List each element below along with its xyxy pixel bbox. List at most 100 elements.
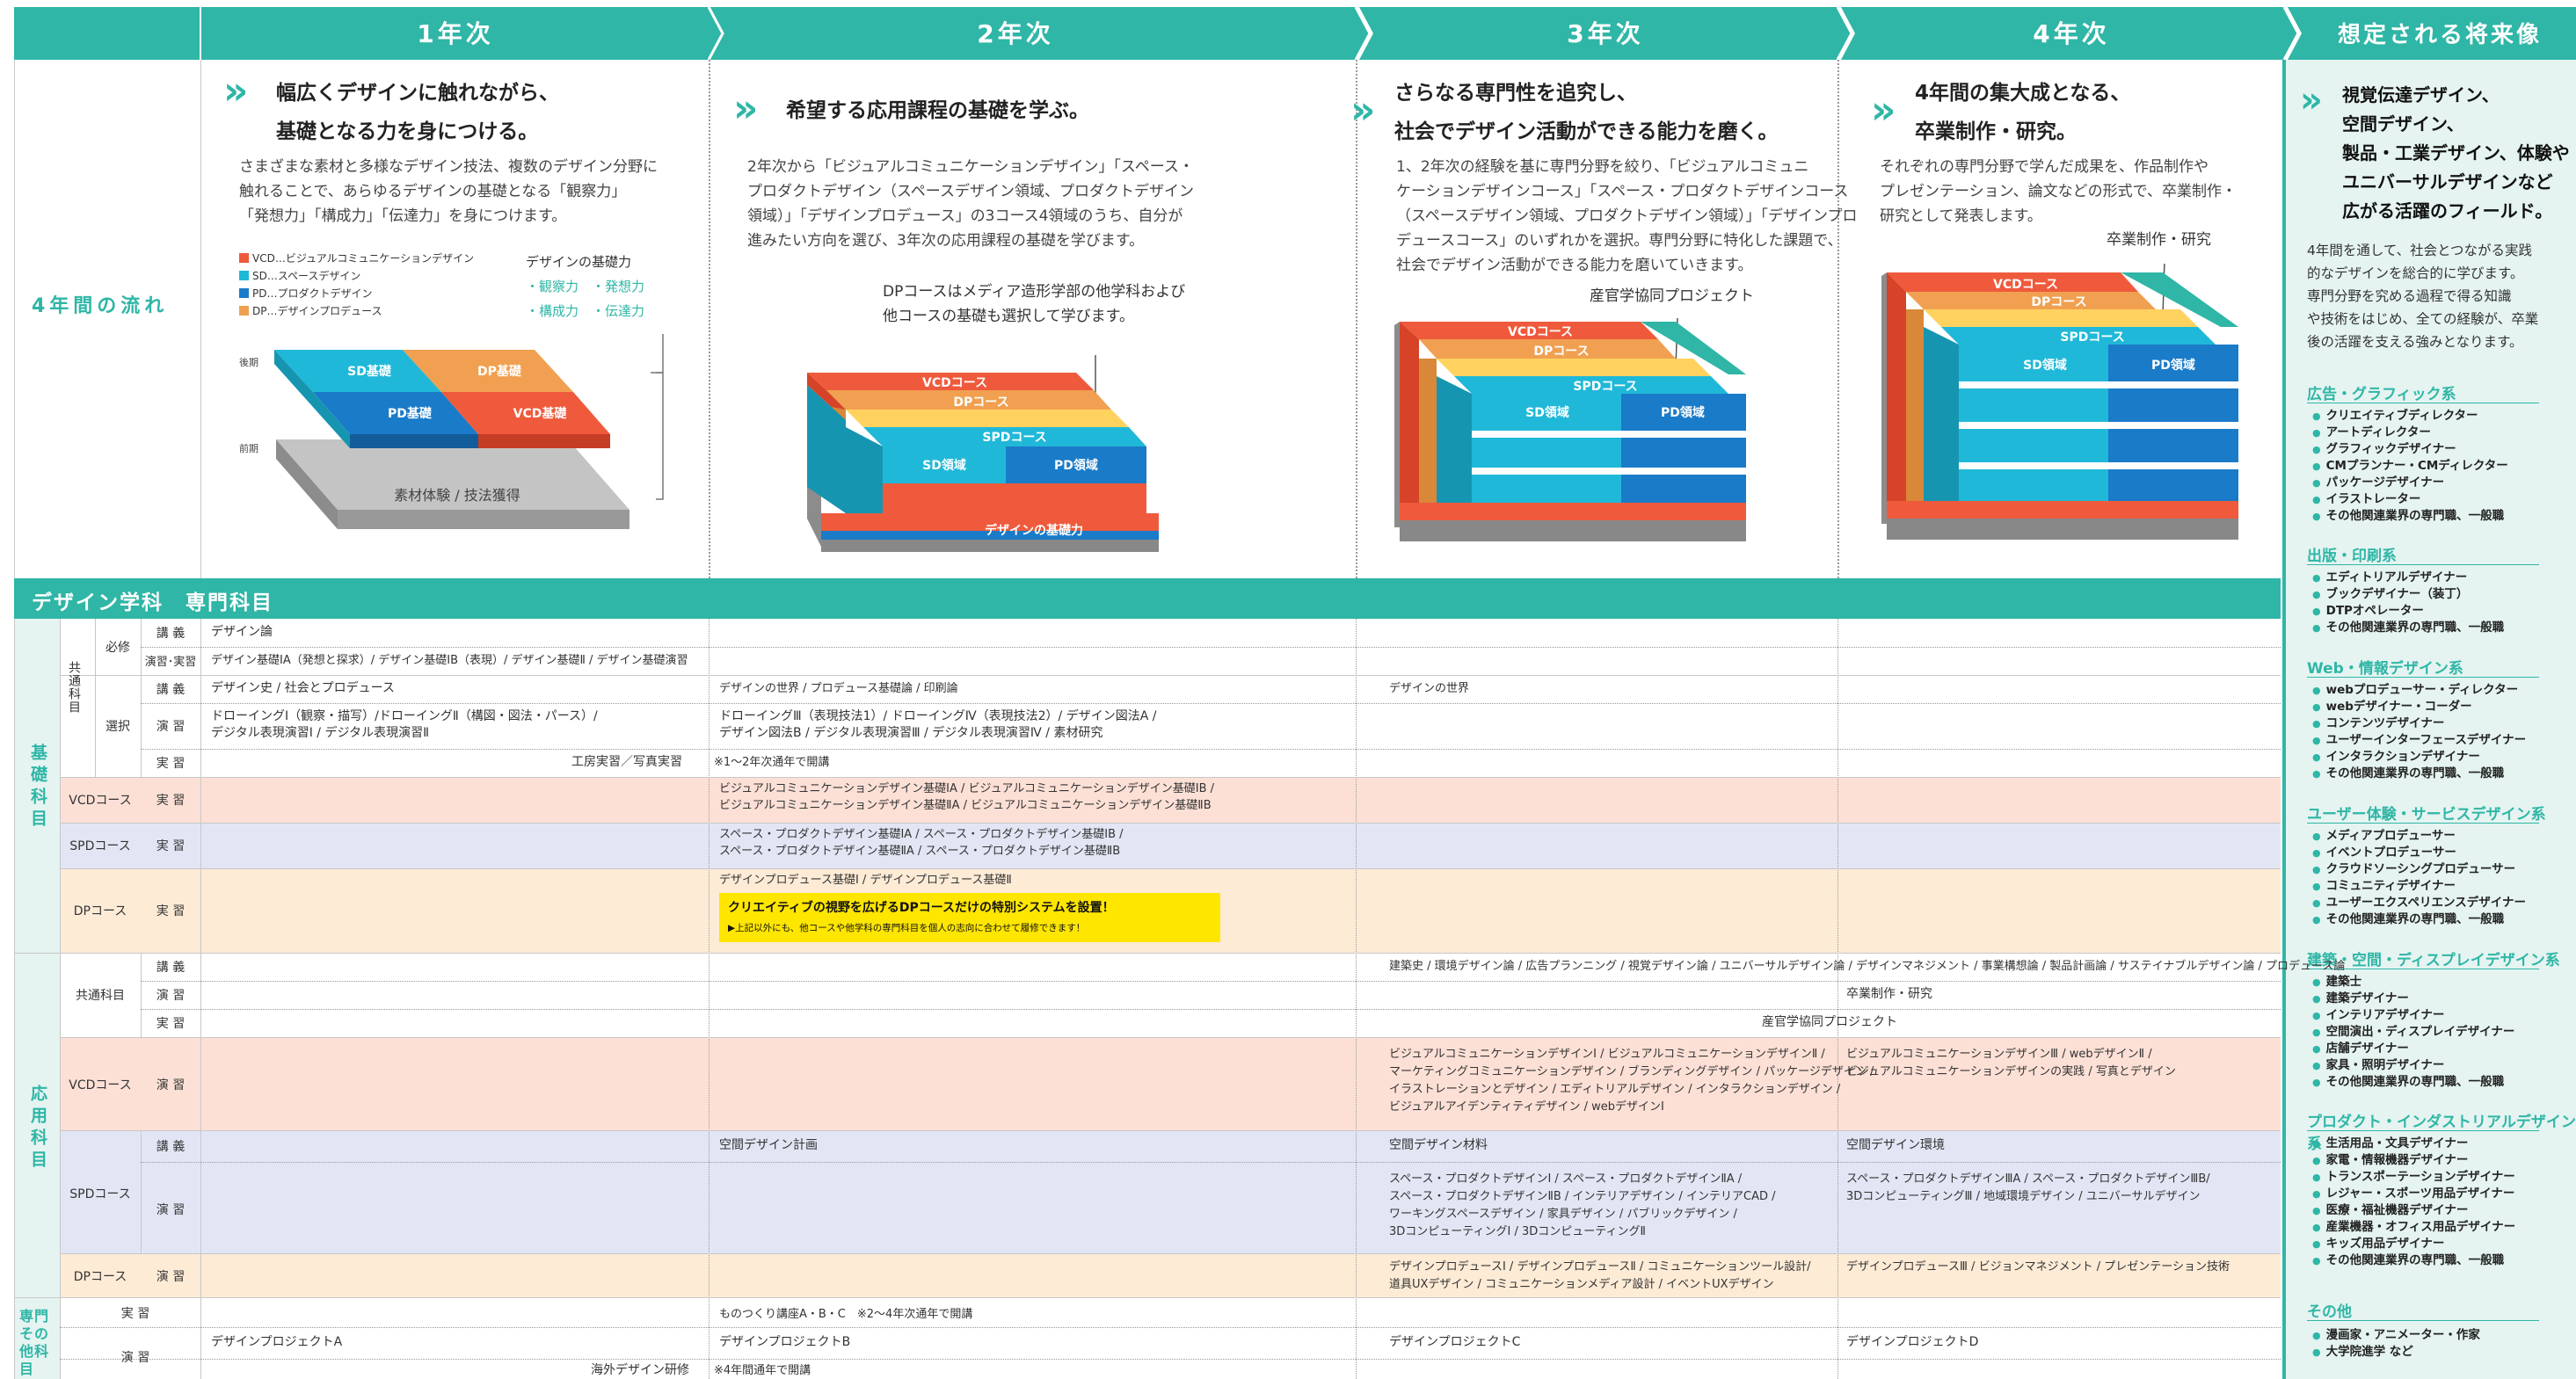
chevron-right-icon: » xyxy=(223,69,249,113)
career-list-1: エディトリアルデザイナーブックデザイナー（装丁）DTPオペレーターその他関連業界… xyxy=(2312,570,2505,636)
career-category-3: ユーザー体験・サービスデザイン系 xyxy=(2307,806,2546,824)
senmon-label: 専門その他科目 xyxy=(19,1308,50,1377)
svg-text:SD領域: SD領域 xyxy=(922,458,966,473)
year-header: 1年次 2年次 3年次 4年次 想定される将来像 xyxy=(0,0,2576,60)
future-title: » 視覚伝達デザイン、空間デザイン、製品・工業デザイン、体験やユニバーサルデザイ… xyxy=(2300,80,2570,221)
svg-text:SD領域: SD領域 xyxy=(1525,405,1569,420)
table-title-bar: デザイン学科 専門科目 xyxy=(14,578,2281,619)
kyotsu-label-basic: 共通科目 xyxy=(67,661,81,714)
career-category-2: Web・情報デザイン系 xyxy=(2307,660,2463,678)
svg-text:SD領域: SD領域 xyxy=(2023,358,2067,373)
y4-description: それぞれの専門分野で学んだ成果を、作品制作やプレゼンテーション、論文などの形式で… xyxy=(1880,158,2237,225)
svg-text:DPコース: DPコース xyxy=(1533,345,1589,359)
svg-text:SD基礎: SD基礎 xyxy=(347,364,392,379)
sentaku-label: 選択 xyxy=(106,720,130,734)
career-list-3: メディアプロデューサーイベントプロデューサークラウドソーシングプロデューサーコミ… xyxy=(2312,828,2526,928)
header-y4-arrow xyxy=(1841,7,2298,60)
header-future: 想定される将来像 xyxy=(2338,21,2542,48)
svg-text:デザインの基礎力: デザインの基礎力 xyxy=(985,523,1083,538)
svg-text:素材体験 / 技法獲得: 素材体験 / 技法獲得 xyxy=(394,487,520,504)
y1-legend: VCD…ビジュアルコミュニケーションデザイン SD…スペースデザイン PD…プロ… xyxy=(239,250,474,320)
svg-text:VCDコース: VCDコース xyxy=(1993,278,2058,292)
career-list-5: 生活用品・文具デザイナー家電・情報機器デザイナートランスポーテーションデザイナー… xyxy=(2312,1136,2515,1269)
y3-note: 産官学協同プロジェクト xyxy=(1590,287,1754,305)
svg-text:PD領域: PD領域 xyxy=(1661,405,1705,420)
vcd-basic-row-bg xyxy=(60,777,2281,823)
design-theory-cell: デザイン論 xyxy=(211,625,273,639)
kyotsu-label-applied: 共通科目 xyxy=(76,989,125,1003)
basics-box: デザインの基礎力 ・観察力 ・発想力 ・構成力 ・伝達力 xyxy=(526,254,645,319)
design-basics-cell: デザイン基礎ⅠA（発想と探求）/ デザイン基礎ⅠB（表現）/ デザイン基礎Ⅱ /… xyxy=(211,654,688,667)
career-category-6: その他 xyxy=(2307,1303,2352,1321)
svg-text:SPDコース: SPDコース xyxy=(982,431,1046,445)
header-y1-arrow xyxy=(200,7,723,60)
y1-block-diagram: SD基礎 DP基礎 PD基礎 VCD基礎 素材体験 / 技法獲得 後期 前期 xyxy=(239,334,664,529)
svg-text:DP基礎: DP基礎 xyxy=(477,364,522,379)
y1-description: さまざまな素材と多様なデザイン技法、複数のデザイン分野に触れることで、あらゆるデ… xyxy=(239,158,658,225)
svg-text:VCDコース: VCDコース xyxy=(1508,325,1573,339)
svg-text:DPコース: DPコース xyxy=(953,396,1008,410)
future-description: 4年間を通して、社会とつながる実践的なデザインを総合的に学びます。専門分野を究め… xyxy=(2307,243,2539,350)
chevron-right-icon: » xyxy=(1871,88,1896,133)
chevron-right-icon: » xyxy=(2300,80,2323,120)
flow-title: 4年間の流れ xyxy=(32,295,169,317)
career-list-0: クリエイティブディレクターアートディレクターグラフィックデザイナーCMプランナー… xyxy=(2312,408,2508,525)
vcd-basic-label: VCDコース xyxy=(69,794,132,808)
svg-text:VCD基礎: VCD基礎 xyxy=(513,406,568,421)
spd-basic-row-bg xyxy=(60,823,2281,868)
vcd-swatch-icon xyxy=(239,253,249,263)
header-y2-arrow xyxy=(710,7,1370,60)
career-category-4: 建築・空間・ディスプレイデザイン系 xyxy=(2307,952,2560,969)
y3-title: » さらなる専門性を追究し、 社会でデザイン活動ができる能力を磨く。 xyxy=(1350,82,1779,143)
kiso-label: 基礎科目 xyxy=(28,744,47,831)
sd-swatch-icon xyxy=(239,271,249,280)
y2-description: 2年次から「ビジュアルコミュニケーションデザイン」「スペース・プロダクトデザイン… xyxy=(747,158,1194,250)
svg-text:DPコース: DPコース xyxy=(2031,295,2086,309)
chevron-right-icon: » xyxy=(733,86,759,131)
dp-swatch-icon xyxy=(239,306,249,316)
svg-text:後期: 後期 xyxy=(239,356,258,368)
kiso-col-bg xyxy=(14,619,60,953)
vcd-applied-row-bg xyxy=(60,1037,2281,1130)
spd-basic-label: SPDコース xyxy=(69,839,131,853)
y1-title: » 幅広くデザインに触れながら、 基礎となる力を身につける。 xyxy=(223,69,559,144)
vcd-applied-label: VCDコース xyxy=(69,1078,132,1092)
career-category-1: 出版・印刷系 xyxy=(2307,548,2397,565)
spd-applied-label: SPDコース xyxy=(69,1187,131,1201)
career-list-6: 漫画家・アニメーター・作家大学院進学 など xyxy=(2312,1327,2480,1361)
y2-block-diagram: VCDコース DPコース SPDコース SD領域 PD領域 デザインの基礎力 xyxy=(807,355,1159,552)
header-year4: 4年次 xyxy=(2033,19,2109,48)
pd-swatch-icon xyxy=(239,288,249,298)
ouyou-col-bg xyxy=(14,953,60,1297)
y2-note: DPコースはメディア造形学部の他学科および他コースの基礎も選択して学びます。 xyxy=(883,283,1186,325)
hisshu-label: 必修 xyxy=(106,641,130,655)
svg-text:PD領域: PD領域 xyxy=(2151,358,2195,373)
dp-special-banner: クリエイティブの視野を広げるDPコースだけの特別システムを設置！ ▶上記以外にも… xyxy=(719,893,1220,942)
chevron-right-icon: » xyxy=(1350,88,1376,133)
flow-area-border xyxy=(14,60,2282,578)
dp-applied-row-bg xyxy=(60,1253,2281,1297)
y4-block-diagram: VCDコース DPコース SPDコース SD領域 SD領域 SD領域 PD領域 xyxy=(1881,264,2238,540)
dp-basic-label: DPコース xyxy=(73,904,127,918)
svg-text:VCDコース: VCDコース xyxy=(922,376,987,390)
y4-title: » 4年間の集大成となる、 卒業制作・研究。 xyxy=(1871,82,2131,143)
spd-applied-row-bg xyxy=(60,1130,2281,1253)
y3-block-diagram: VCDコース DPコース SPDコース SD領域 PD領域 xyxy=(1394,318,1746,541)
ouyou-label: 応用科目 xyxy=(28,1085,47,1172)
career-list-2: webプロデューサー・ディレクターwebデザイナー・コーダーコンテンツデザイナー… xyxy=(2312,682,2526,782)
header-year1: 1年次 xyxy=(417,19,493,48)
header-year2: 2年次 xyxy=(977,19,1053,48)
career-list-4: 建築士建築デザイナーインテリアデザイナー空間演出・ディスプレイデザイナー店舗デザ… xyxy=(2312,974,2515,1091)
svg-text:前期: 前期 xyxy=(239,442,258,454)
svg-text:SPDコース: SPDコース xyxy=(1573,380,1637,394)
svg-text:PD基礎: PD基礎 xyxy=(388,406,433,421)
y3-description: 1、2年次の経験を基に専門分野を絞り、「ビジュアルコミュニケーションデザインコー… xyxy=(1396,158,1858,274)
svg-text:PD領域: PD領域 xyxy=(1054,458,1098,473)
y2-title: » 希望する応用課程の基礎を学ぶ。 xyxy=(733,86,1089,131)
svg-text:SPDコース: SPDコース xyxy=(2060,330,2124,345)
dp-applied-label: DPコース xyxy=(73,1270,127,1284)
header-y3-arrow xyxy=(1359,7,1852,60)
y4-note: 卒業制作・研究 xyxy=(2107,231,2211,249)
header-future-arrow xyxy=(2288,7,2576,60)
header-year3: 3年次 xyxy=(1567,19,1643,48)
